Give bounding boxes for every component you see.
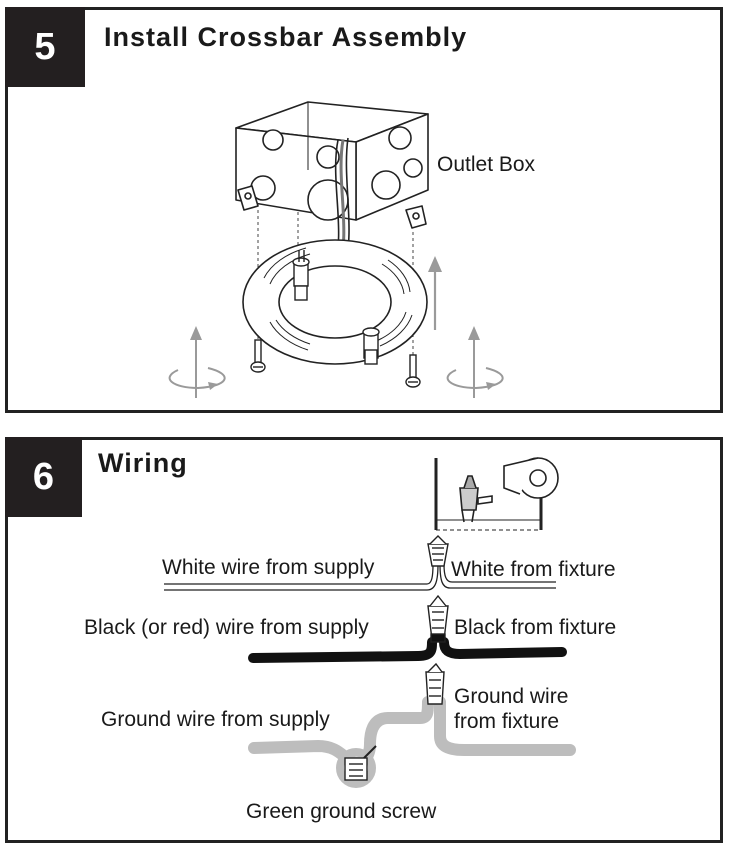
step-5-panel: 5 Install Crossbar Assembly [5,7,723,413]
rotate-arrow-icon-left [168,326,226,398]
crossbar-ring-plate [242,239,428,365]
black-supply-label: Black (or red) wire from supply [84,616,369,639]
ground-fixture-label-line2: from fixture [454,710,560,733]
step-title: Install Crossbar Assembly [104,22,468,52]
wiring-illustration [164,457,576,788]
white-supply-label: White wire from supply [162,556,375,579]
wire-nut-and-tape-inset [434,457,559,531]
outlet-box [235,101,429,229]
mounting-screw-right [405,354,421,388]
green-ground-screw-icon [336,745,377,788]
crossbar-assembly-illustration [168,101,504,398]
wire-nut-black [427,594,449,643]
mounting-screw-left [250,339,266,373]
ground-fixture-label-line1: Ground wire [454,685,569,708]
wire-nut-white [427,535,449,567]
green-ground-screw-label: Green ground screw [246,800,437,823]
wire-nut-ground [425,662,445,705]
mounting-post-right [362,327,380,365]
white-wire [164,563,556,591]
ground-supply-label: Ground wire from supply [101,708,330,731]
step-title: Wiring [98,448,188,478]
outlet-box-label: Outlet Box [437,153,536,176]
mounting-post-left [292,250,310,301]
white-fixture-label: White from fixture [451,558,616,581]
rotate-arrow-icon-right [446,326,504,398]
step-6-panel: 6 Wiring [5,437,723,843]
step-number-badge: 6 [5,437,82,517]
black-fixture-label: Black from fixture [454,616,617,639]
step-number-badge: 5 [5,7,85,87]
black-wire [248,637,567,663]
up-arrow-icon [428,256,442,330]
